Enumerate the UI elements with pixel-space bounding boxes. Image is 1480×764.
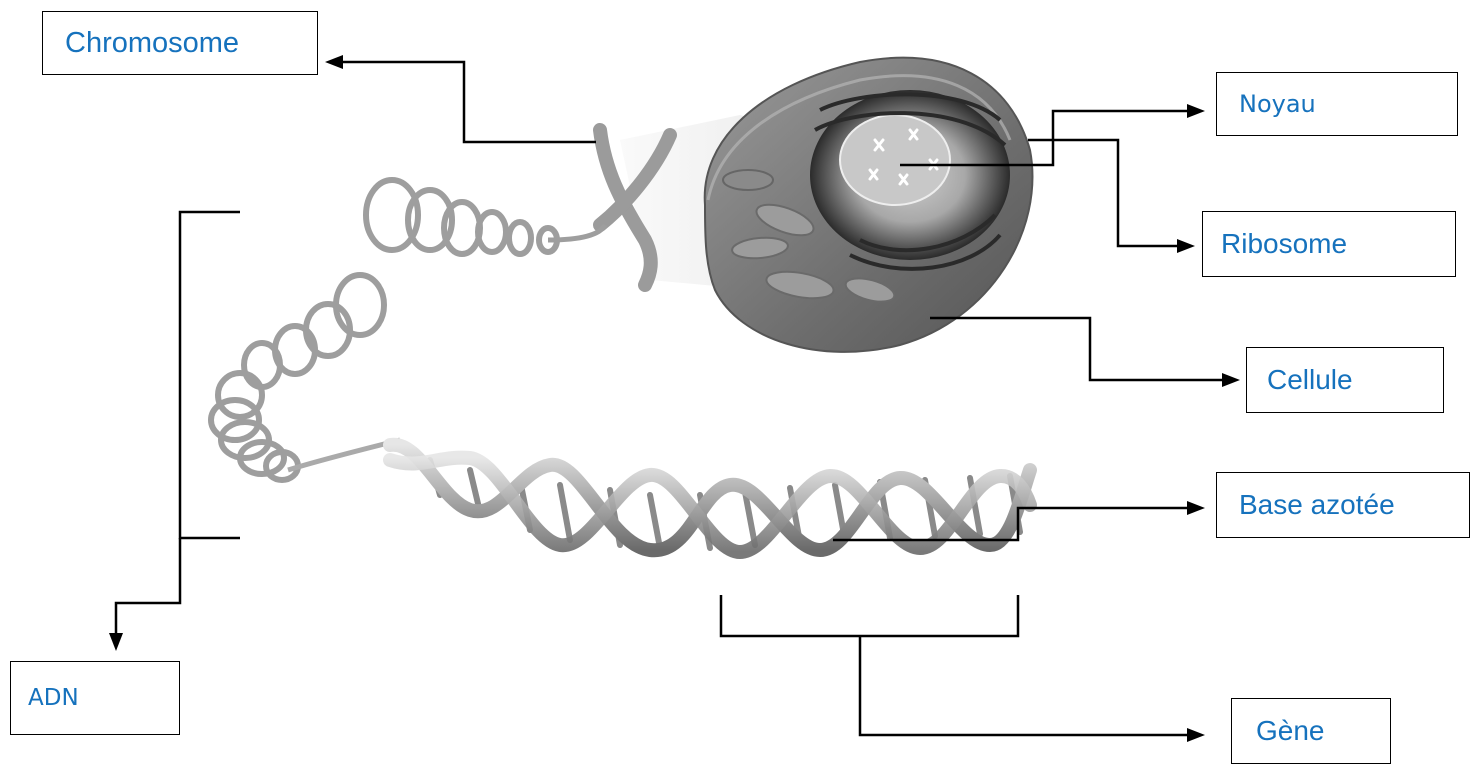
label-noyau: Noyau	[1216, 72, 1458, 136]
golgi	[723, 170, 773, 190]
chromosome-leader	[340, 62, 596, 142]
label-adn-text: ADN	[28, 685, 79, 711]
label-noyau-text: Noyau	[1239, 90, 1316, 118]
arrowhead-cellule	[1222, 373, 1240, 387]
label-ribosome-text: Ribosome	[1221, 228, 1347, 260]
ribosome-leader	[1028, 140, 1180, 246]
label-ribosome: Ribosome	[1202, 211, 1456, 277]
cellule-leader	[930, 318, 1225, 380]
arrowhead-adn	[109, 633, 123, 651]
arrowhead-gene	[1187, 728, 1205, 742]
gene-bracket	[721, 595, 1018, 636]
label-chromosome: Chromosome	[42, 11, 318, 75]
label-base-azotee-text: Base azotée	[1239, 489, 1395, 521]
arrowhead-noyau	[1187, 104, 1205, 118]
label-adn: ADN	[10, 661, 180, 735]
arrowhead-base-azotee	[1187, 501, 1205, 515]
gene-leader	[860, 636, 1190, 735]
arrowhead-chromosome	[325, 55, 343, 69]
dna-double-helix	[390, 445, 1030, 552]
label-cellule-text: Cellule	[1267, 364, 1353, 396]
label-gene: Gène	[1231, 698, 1391, 764]
arrowhead-ribosome	[1177, 239, 1195, 253]
chromatin-coils	[211, 180, 557, 480]
adn-leader	[116, 538, 180, 636]
cell-illustration	[620, 58, 1032, 352]
label-base-azotee: Base azotée	[1216, 472, 1470, 538]
label-chromosome-text: Chromosome	[65, 27, 239, 60]
label-cellule: Cellule	[1246, 347, 1444, 413]
nucleolus	[840, 115, 950, 205]
label-gene-text: Gène	[1256, 715, 1325, 747]
